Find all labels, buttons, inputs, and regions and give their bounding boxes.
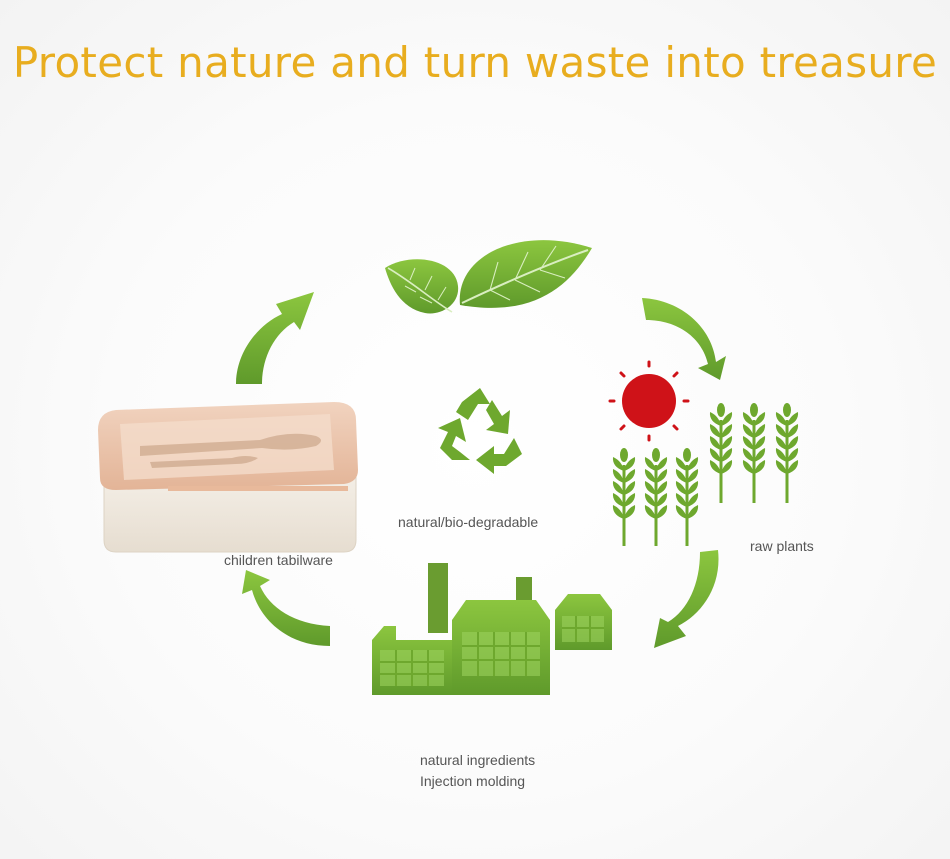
leaves-icon [385,240,592,314]
label-children-tabilware: children tabilware [224,552,333,568]
recycle-icon [438,388,522,474]
page-title: Protect nature and turn waste into treas… [12,38,938,87]
label-natural-biodegradable: natural/bio-degradable [398,514,539,530]
factory-icon [372,563,612,695]
label-raw-plants: raw plants [750,538,814,554]
wheat-icon [612,403,799,546]
sun-icon [608,360,690,442]
label-natural-ingredients: natural ingredients [420,752,536,768]
label-injection-molding: Injection molding [420,773,526,789]
lunchbox-icon [98,402,358,553]
cycle-arrow-icon [236,292,726,648]
